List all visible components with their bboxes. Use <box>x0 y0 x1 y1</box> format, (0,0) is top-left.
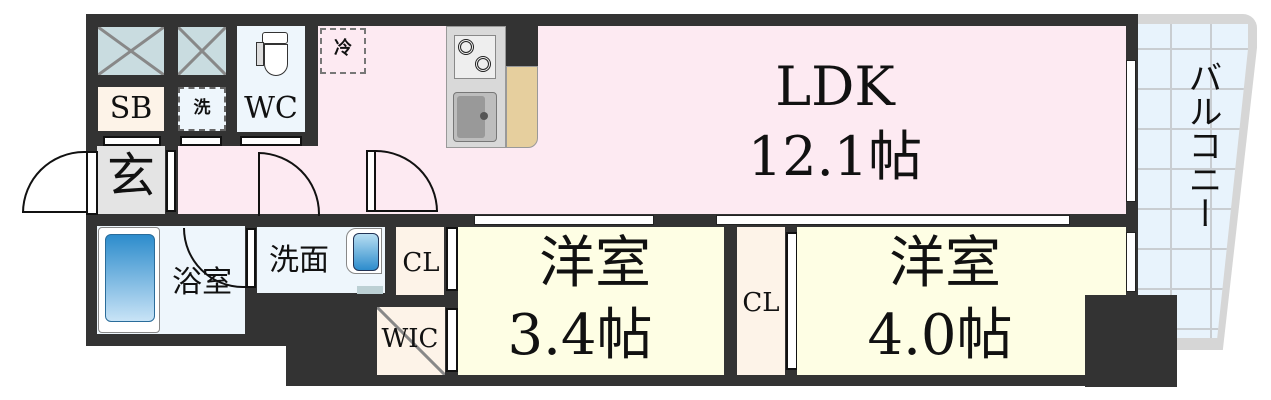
western-1-window <box>474 215 654 225</box>
wic-label: WIC <box>381 324 439 354</box>
room-entrance <box>97 146 165 214</box>
storage-box-1 <box>98 27 164 75</box>
closet-1-label: CL <box>402 248 440 278</box>
fridge-label: 冷 <box>334 38 352 59</box>
entrance-door[interactable] <box>86 151 98 215</box>
washer-label: 洗 <box>193 98 211 118</box>
kitchen-pillar <box>506 26 538 66</box>
wic-door[interactable] <box>446 308 458 372</box>
western-1-name: 洋室 <box>539 231 651 296</box>
ldk-name: LDK <box>775 55 895 118</box>
vent-box <box>357 286 383 294</box>
wc-door[interactable] <box>240 136 302 146</box>
room-western-2 <box>797 227 1126 375</box>
western-2-balcony-window <box>1126 232 1136 292</box>
ldk-door[interactable] <box>366 150 376 212</box>
stove-icon <box>454 35 496 79</box>
sb-label: SB <box>109 91 153 126</box>
room-western-1 <box>458 227 724 375</box>
closet-2-label: CL <box>742 288 780 318</box>
room-wic <box>377 307 445 375</box>
room-closet-1 <box>396 227 444 295</box>
room-ldk <box>318 26 1126 214</box>
pillar-overlay <box>1085 295 1177 387</box>
room-closet-2 <box>737 227 785 375</box>
kitchen-cabinet <box>506 66 538 148</box>
fridge-space <box>320 28 366 74</box>
shoe-cabinet-door <box>103 136 161 146</box>
washbasin-icon <box>346 228 382 274</box>
storage-box-2 <box>178 27 226 75</box>
balcony-label: バルコニー <box>1182 60 1222 230</box>
ldk-balcony-window <box>1126 60 1136 202</box>
ldk-size: 12.1帖 <box>747 125 923 188</box>
room-sb <box>98 87 164 131</box>
washer-space <box>178 87 226 131</box>
western-1-size: 3.4帖 <box>507 303 653 368</box>
bathtub-icon <box>98 227 160 333</box>
western-2-name: 洋室 <box>889 231 1001 296</box>
sink-icon <box>453 92 497 142</box>
toilet-icon <box>256 32 290 76</box>
washer-door[interactable] <box>180 136 222 146</box>
hall-door-left[interactable] <box>166 150 176 212</box>
washroom-label: 洗面 <box>269 243 329 278</box>
wc-label: WC <box>244 91 298 126</box>
western-2-window <box>716 215 1070 225</box>
western-2-size: 4.0帖 <box>867 303 1013 368</box>
entrance-label: 玄 <box>106 148 155 204</box>
entrance-door-swing <box>22 151 86 213</box>
bath-door[interactable] <box>246 228 256 288</box>
bottom-left-cutout <box>86 346 286 400</box>
closet-1-door[interactable] <box>446 227 458 291</box>
